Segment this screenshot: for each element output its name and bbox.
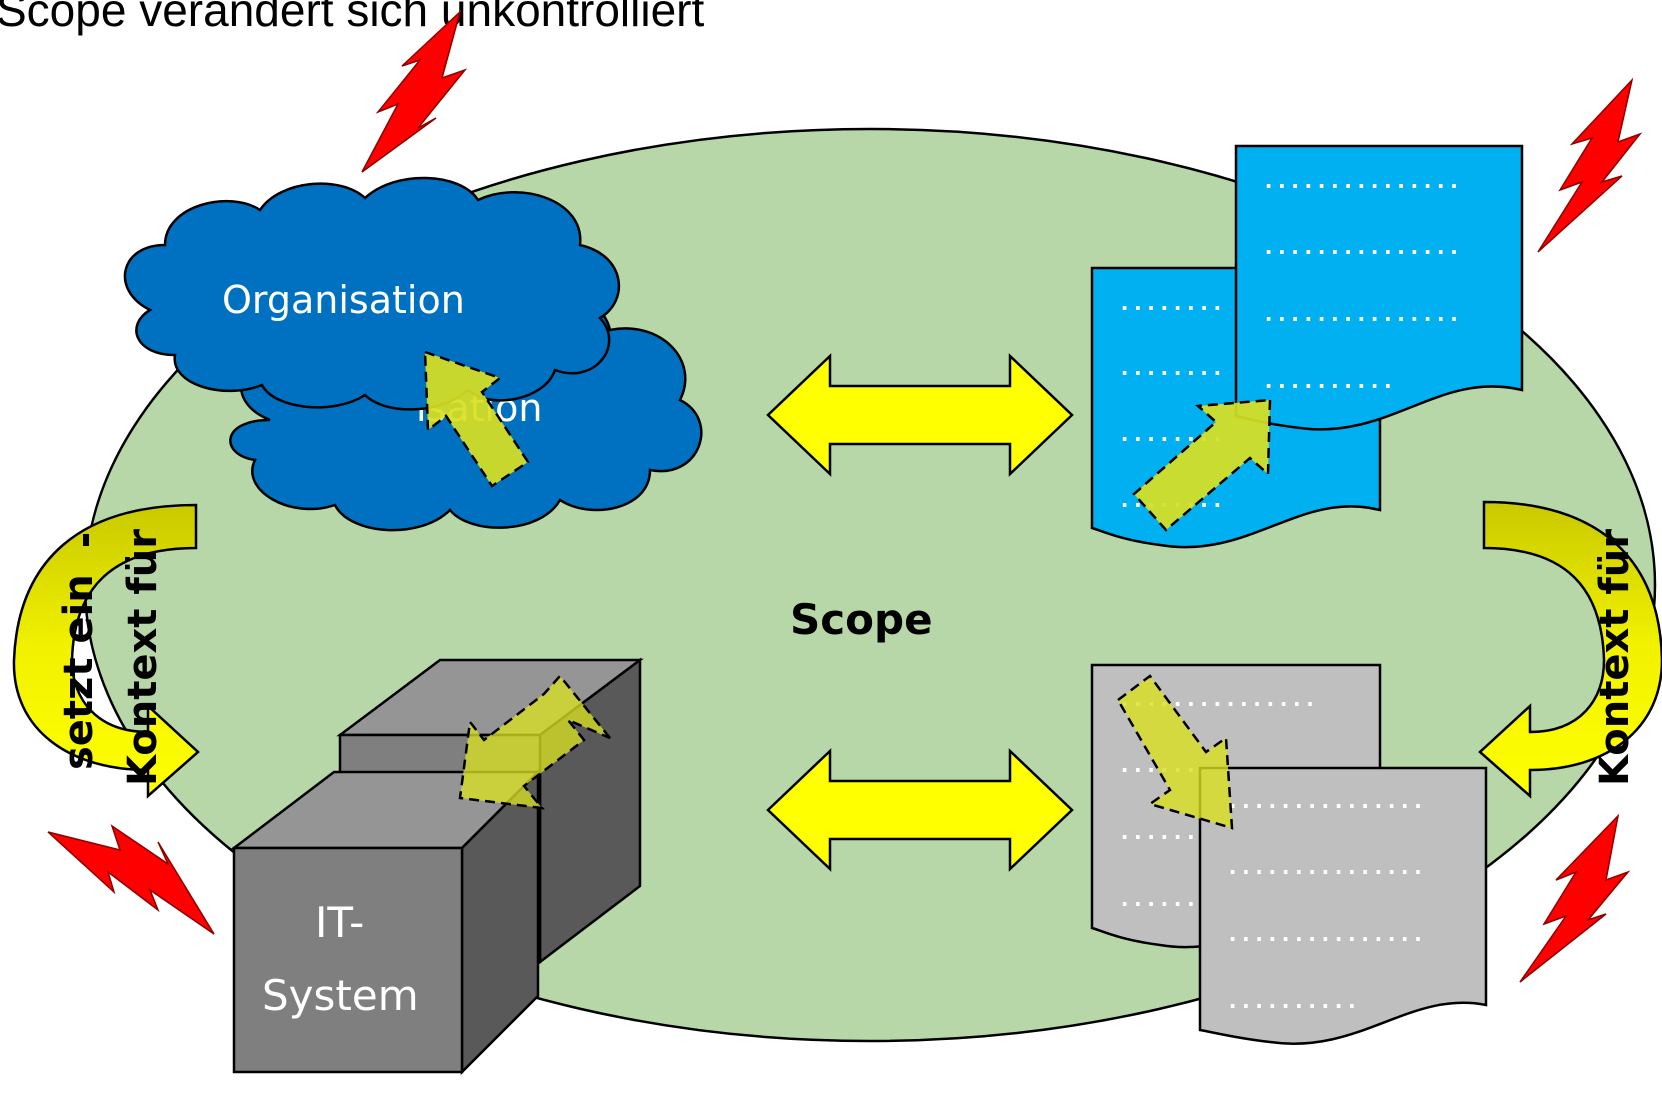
lightning-icon xyxy=(47,824,215,935)
change-arrow xyxy=(423,350,530,488)
document-line: ........ xyxy=(1118,291,1224,316)
right-curved-arrow: Kontext für xyxy=(1478,500,1662,799)
it-system-label-line2: System xyxy=(262,971,419,1020)
change-arrow xyxy=(1132,398,1272,532)
it-system-cube-front: IT- System xyxy=(230,768,542,1076)
blue-document-front: ............... ............... ........… xyxy=(1234,144,1524,431)
double-arrow-bottom xyxy=(766,748,1074,872)
lightning-icon xyxy=(1519,813,1631,983)
lightning-icon xyxy=(361,9,468,173)
document-line: .......... xyxy=(1226,989,1358,1014)
document-line: .......... xyxy=(1262,369,1394,394)
document-line: ............... xyxy=(1262,169,1461,194)
document-line: ............... xyxy=(1226,922,1425,947)
organisation-cloud-front: Organisation xyxy=(123,176,621,411)
document-line: ........ xyxy=(1118,356,1224,381)
document-line: ............... xyxy=(1226,855,1425,880)
scope-label: Scope xyxy=(790,595,933,644)
document-line: ............... xyxy=(1226,789,1425,814)
page-title: Scope verändert sich unkontrolliert xyxy=(0,0,704,36)
left-curved-arrow: setzt ein Kontext für xyxy=(12,503,200,799)
document-line: ............... xyxy=(1262,235,1461,260)
document-line: ............... xyxy=(1262,302,1461,327)
right-curved-arrow-label: Kontext für xyxy=(1592,529,1638,786)
it-system-label-line1: IT- xyxy=(315,898,364,947)
document-line: ...... xyxy=(1118,820,1197,845)
left-curved-arrow-outer-label: setzt ein xyxy=(56,574,102,770)
change-arrow xyxy=(1116,674,1234,830)
change-arrow xyxy=(458,674,611,810)
organisation-front-label: Organisation xyxy=(222,278,465,322)
left-curved-arrow-inner-label: Kontext für xyxy=(120,529,166,786)
document-line: ...... xyxy=(1118,887,1197,912)
lightning-icon xyxy=(1537,77,1643,253)
gray-document-front: ............... ............... ........… xyxy=(1198,766,1488,1045)
double-arrow-top xyxy=(766,353,1074,477)
